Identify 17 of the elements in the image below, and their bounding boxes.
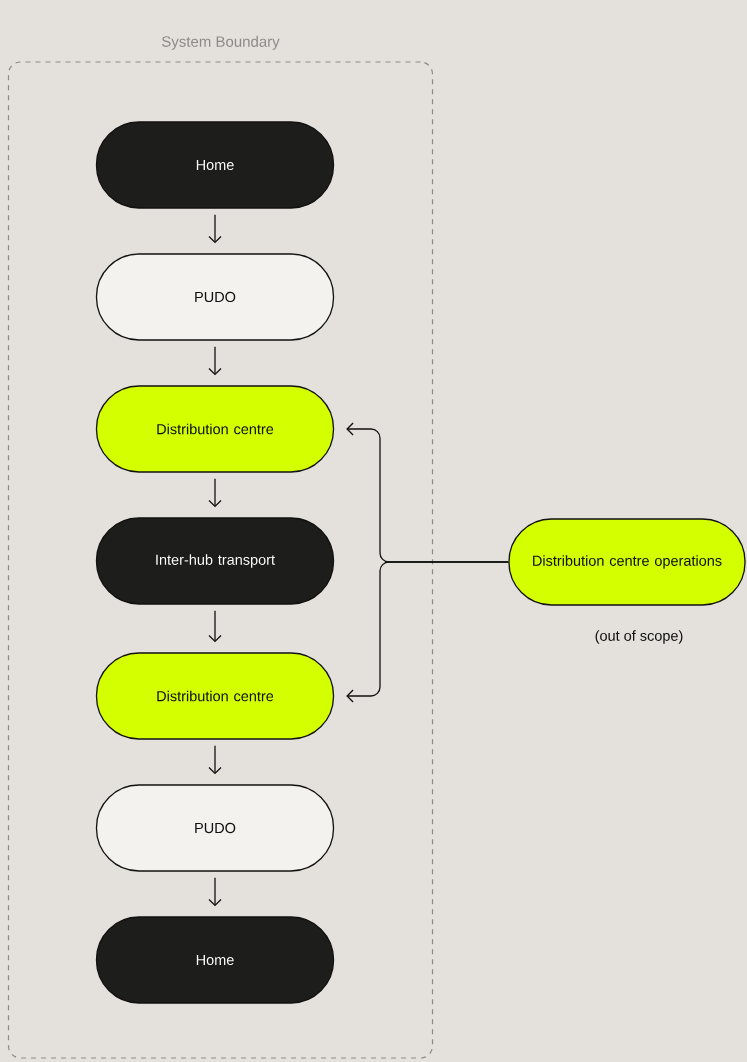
process-pill: PUDO [95,253,335,341]
arrow [208,745,222,775]
arrow [208,214,222,244]
process-pill: Distribution centre [95,652,335,740]
arrow [208,877,222,907]
arrow [208,346,222,376]
process-pill: Distribution centre [95,385,335,473]
process-pill: Inter-hub transport [95,517,335,605]
process-pill: Home [95,121,335,209]
arrow [208,478,222,508]
process-pill: Home [95,916,335,1004]
scope-note: (out of scope) [595,630,683,644]
process-pill: Distribution centre operations [508,518,746,606]
arrow [346,561,509,703]
node-label: System Boundary [161,35,280,50]
arrow [208,610,222,643]
process-pill: PUDO [95,784,335,872]
